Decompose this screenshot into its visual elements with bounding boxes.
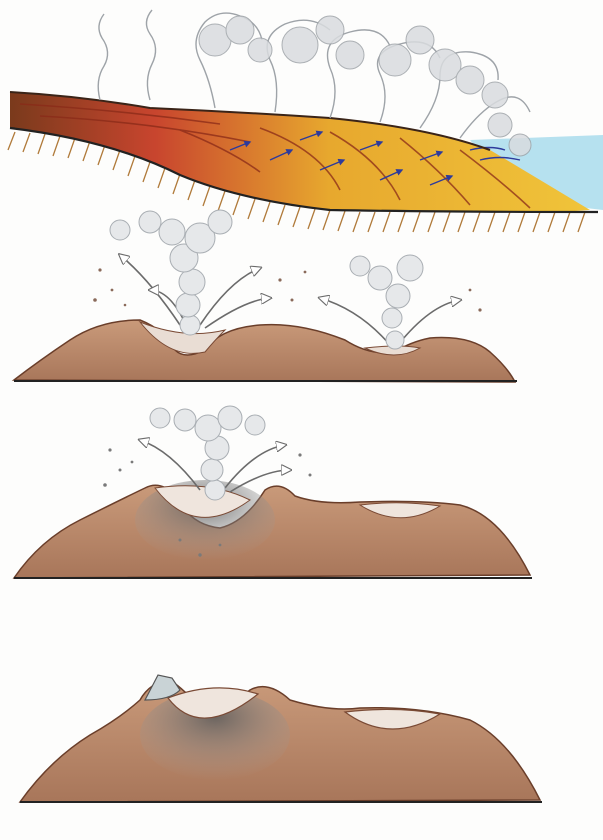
panel-twin-crater-eruption <box>14 210 517 382</box>
mound-body <box>14 485 530 578</box>
panel-single-crater-eruption <box>14 406 532 578</box>
panel-lava-flow <box>8 10 603 232</box>
panel-dormant-craters <box>20 675 542 802</box>
mound-body <box>14 320 515 382</box>
smoke-clouds <box>150 406 265 500</box>
